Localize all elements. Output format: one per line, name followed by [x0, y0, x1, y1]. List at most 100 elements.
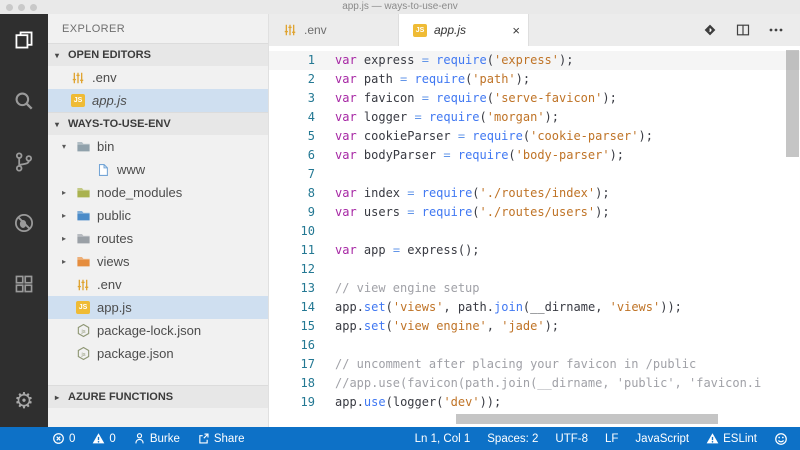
person-icon	[133, 432, 146, 445]
code-line-16[interactable]: 16	[269, 336, 800, 355]
status-eslint[interactable]: ESLint	[706, 432, 757, 445]
tree-item-public[interactable]: ▸public	[48, 204, 268, 227]
tree-item-.env[interactable]: .env	[48, 273, 268, 296]
line-content: // uncomment after placing your favicon …	[335, 357, 697, 371]
line-content: var app = express();	[335, 243, 480, 257]
line-content: var path = require('path');	[335, 72, 531, 86]
code-line-18[interactable]: 18//app.use(favicon(path.join(__dirname,…	[269, 374, 800, 393]
code-line-8[interactable]: 8 var index = require('./routes/index');	[269, 184, 800, 203]
zoom-window-button[interactable]	[30, 4, 37, 11]
status-label: UTF-8	[555, 432, 588, 445]
code-line-12[interactable]: 12	[269, 260, 800, 279]
chevron-collapsed-icon: ▸	[55, 392, 60, 402]
item-label: node_modules	[97, 185, 183, 200]
chevron-collapsed-icon[interactable]: ▸	[62, 188, 67, 197]
line-number: 13	[300, 281, 315, 295]
status-label: 0	[109, 432, 116, 445]
chevron-expanded-icon[interactable]: ▾	[62, 142, 67, 151]
item-label: app.js	[97, 300, 132, 315]
tree-item-routes[interactable]: ▸ routes	[48, 227, 268, 250]
code-line-11[interactable]: 11 var app = express();	[269, 241, 800, 260]
activity-extensions-button[interactable]	[10, 270, 38, 298]
extension-action-icon[interactable]	[702, 22, 718, 38]
tree-item-www[interactable]: www	[48, 158, 268, 181]
tree-item-bin[interactable]: ▾bin	[48, 135, 268, 158]
line-number: 8	[307, 186, 315, 200]
open-editor-item-.env[interactable]: .env	[48, 66, 268, 89]
status-javascript[interactable]: JavaScript	[635, 433, 689, 445]
window-title: app.js — ways-to-use-env	[342, 1, 458, 12]
section-header-open-editors[interactable]: ▾OPEN EDITORS	[48, 43, 268, 66]
tab-.env[interactable]: .env	[269, 14, 399, 46]
line-number: 17	[300, 357, 315, 371]
status-lf[interactable]: LF	[605, 433, 618, 445]
status-label: Spaces: 2	[487, 432, 539, 445]
node-icon: js	[75, 323, 91, 339]
status-burke[interactable]: Burke	[133, 432, 180, 445]
line-content: var index = require('./routes/index');	[335, 186, 610, 200]
chevron-collapsed-icon[interactable]: ▸	[62, 234, 67, 243]
line-number: 7	[307, 167, 315, 181]
section-header-azure-functions[interactable]: ▸AZURE FUNCTIONS	[48, 385, 268, 408]
chevron-collapsed-icon[interactable]: ▸	[62, 257, 67, 266]
line-number: 14	[300, 300, 315, 314]
status-label: Share	[213, 432, 245, 445]
split-editor-icon[interactable]	[735, 22, 751, 38]
chevron-expanded-icon: ▾	[55, 119, 60, 129]
traffic-lights	[6, 4, 37, 11]
item-label: package-lock.json	[97, 323, 202, 338]
status-spaces-2[interactable]: Spaces: 2	[487, 433, 538, 445]
line-number: 3	[307, 91, 315, 105]
status-0[interactable]: 0	[52, 432, 75, 445]
line-content: app.set('views', path.join(__dirname, 'v…	[335, 300, 682, 314]
line-number: 11	[300, 243, 315, 257]
status-label: Burke	[149, 432, 180, 445]
more-actions-icon[interactable]	[768, 22, 784, 38]
code-line-13[interactable]: 13// view engine setup	[269, 279, 800, 298]
close-tab-icon[interactable]: ×	[512, 22, 520, 38]
item-label: routes	[97, 231, 134, 246]
section-header-ways-to-use-env[interactable]: ▾WAYS-TO-USE-ENV	[48, 112, 268, 135]
status-share[interactable]: Share	[197, 432, 245, 445]
chevron-collapsed-icon[interactable]: ▸	[62, 211, 67, 220]
activity-source-control-button[interactable]	[10, 148, 38, 176]
code-line-17[interactable]: 17 // uncomment after placing your favico…	[269, 355, 800, 374]
vertical-scrollbar[interactable]	[786, 50, 799, 157]
minimize-window-button[interactable]	[18, 4, 25, 11]
status-ln-1-col-1[interactable]: Ln 1, Col 1	[415, 433, 471, 445]
status-utf-8[interactable]: UTF-8	[555, 433, 588, 445]
status-label: ESLint	[723, 432, 757, 445]
activity-settings-button[interactable]: ⚙	[10, 387, 38, 415]
code-line-10[interactable]: 10	[269, 222, 800, 241]
close-window-button[interactable]	[6, 4, 13, 11]
activity-files-button[interactable]	[10, 26, 38, 54]
status-smiley[interactable]	[774, 432, 788, 446]
code-line-14[interactable]: 14 app.set('views', path.join(__dirname, …	[269, 298, 800, 317]
tree-item-views[interactable]: ▸views	[48, 250, 268, 273]
horizontal-scrollbar[interactable]	[456, 414, 718, 424]
status-label: Ln 1, Col 1	[414, 432, 471, 445]
code-line-7[interactable]: 7	[269, 165, 800, 184]
tree-item-node-modules[interactable]: ▸ node_modules	[48, 181, 268, 204]
tree-item-package-lock.json[interactable]: js package-lock.json	[48, 319, 268, 342]
status-0[interactable]: 0	[92, 432, 116, 445]
activity-debug-button[interactable]	[10, 209, 38, 237]
activity-search-button[interactable]	[10, 87, 38, 115]
